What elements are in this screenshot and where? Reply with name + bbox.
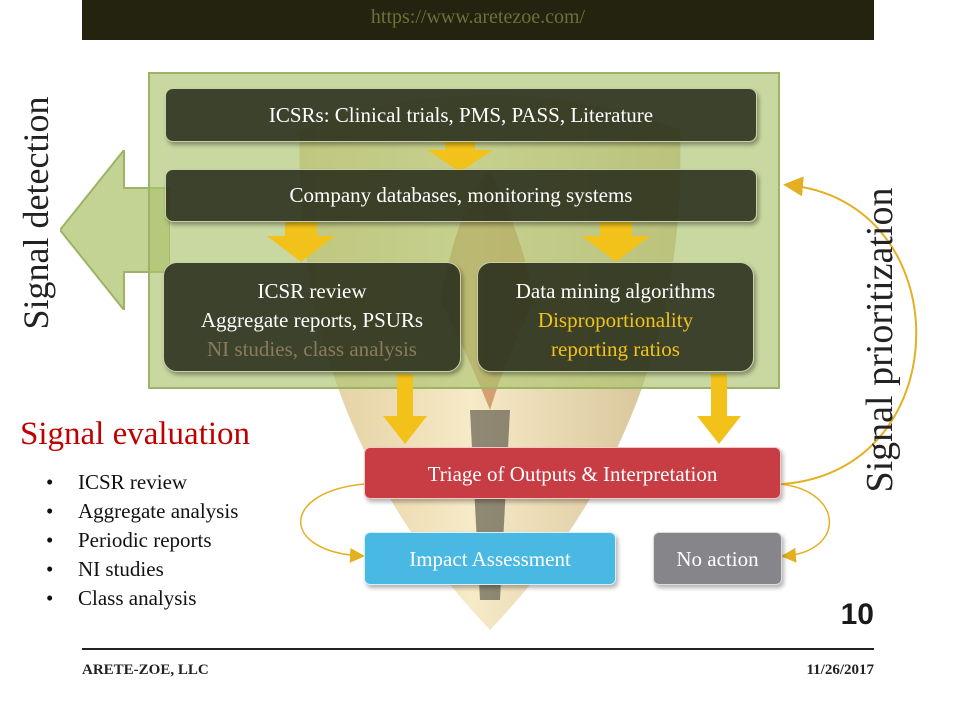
triage-box: Triage of Outputs & Interpretation (364, 447, 781, 499)
signal-detection-text: Signal detection (16, 96, 56, 330)
mining-line-2: Disproportionality (537, 308, 694, 332)
review-line-1: ICSR review (257, 279, 367, 303)
triage-to-impact-curve (300, 483, 365, 563)
arrow-down-icon (582, 222, 650, 262)
triage-label: Triage of Outputs & Interpretation (427, 462, 718, 486)
review-line-2: Aggregate reports, PSURs (200, 308, 424, 332)
data-mining-box: Data mining algorithms Disproportionalit… (477, 262, 754, 372)
icsr-sources-label: ICSRs: Clinical trials, PMS, PASS, Liter… (268, 103, 654, 127)
website-url[interactable]: https://www.aretezoe.com/ (370, 6, 586, 28)
signal-detection-arrow (60, 150, 170, 310)
list-item: ICSR review (46, 468, 238, 497)
company-databases-label: Company databases, monitoring systems (289, 183, 633, 207)
icsr-review-box: ICSR review Aggregate reports, PSURs NI … (163, 262, 461, 372)
impact-assessment-label: Impact Assessment (409, 547, 571, 571)
list-item: NI studies (46, 555, 238, 584)
arrow-down-icon (267, 222, 335, 262)
list-item: Periodic reports (46, 526, 238, 555)
triage-to-no-action-curve (780, 483, 831, 563)
list-item: Aggregate analysis (46, 497, 238, 526)
footer-divider (82, 648, 874, 650)
arrow-down-icon (383, 374, 427, 444)
footer-company: ARETE-ZOE, LLC (82, 662, 209, 678)
mining-line-3: reporting ratios (551, 337, 680, 361)
list-item: Class analysis (46, 584, 238, 613)
no-action-box: No action (653, 532, 782, 585)
impact-assessment-box: Impact Assessment (364, 532, 616, 585)
page-number: 10 (840, 598, 874, 631)
company-databases-box: Company databases, monitoring systems (165, 169, 757, 222)
header-bar (82, 0, 874, 40)
prioritization-curve (782, 176, 918, 485)
arrow-down-icon (697, 374, 741, 444)
arrow-down-icon (427, 142, 493, 172)
signal-evaluation-title: Signal evaluation (20, 416, 251, 452)
signal-prioritization-text: Signal prioritization (859, 187, 901, 493)
no-action-label: No action (676, 547, 759, 571)
icsr-sources-box: ICSRs: Clinical trials, PMS, PASS, Liter… (165, 88, 757, 142)
evaluation-list: ICSR review Aggregate analysis Periodic … (46, 468, 238, 613)
review-line-3: NI studies, class analysis (207, 337, 417, 361)
mining-line-1: Data mining algorithms (515, 279, 716, 303)
footer-date: 11/26/2017 (806, 662, 874, 678)
